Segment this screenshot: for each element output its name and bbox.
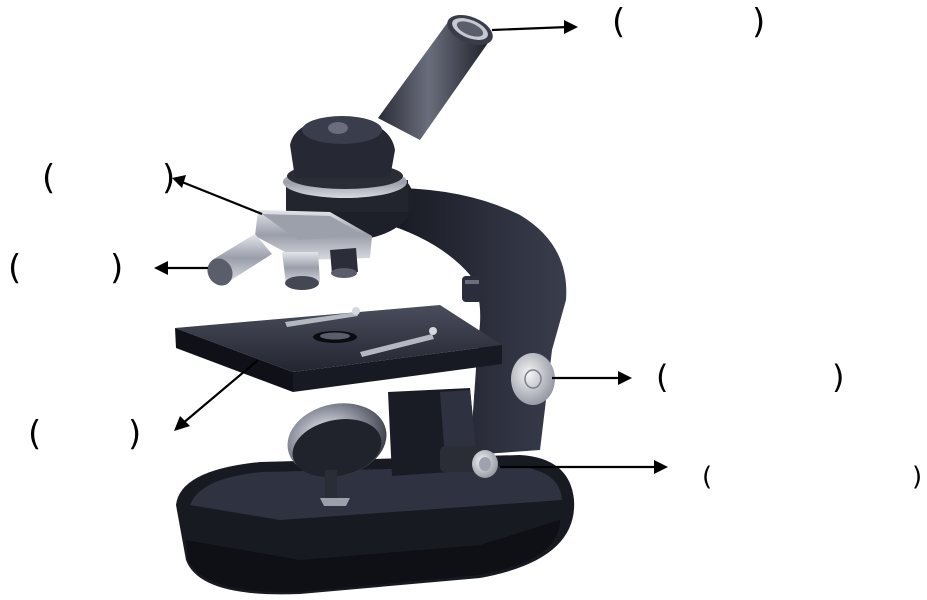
label-objective-close: ) — [110, 248, 123, 288]
label-stage-open: ( — [28, 414, 41, 454]
label-nosepiece-close: ) — [162, 158, 175, 198]
arrow-stage — [182, 360, 258, 424]
label-objective-open: ( — [8, 248, 21, 288]
eyepiece — [378, 9, 497, 140]
label-fine-focus-close: ) — [912, 462, 922, 492]
label-eyepiece-open: ( — [612, 2, 625, 42]
label-coarse-focus-close: ) — [832, 358, 844, 396]
coarse-focus-knob — [511, 353, 555, 405]
label-nosepiece-open: ( — [42, 158, 55, 198]
label-fine-focus-open: ( — [702, 462, 712, 492]
label-coarse-focus-open: ( — [656, 358, 668, 396]
stage — [175, 305, 502, 392]
arrow-eyepiece — [492, 27, 568, 30]
label-eyepiece-close: ) — [752, 2, 765, 42]
label-stage-close: ) — [128, 414, 141, 454]
microscope-base — [176, 455, 574, 594]
arrow-nosepiece — [182, 182, 262, 214]
clip-knob — [462, 276, 482, 302]
